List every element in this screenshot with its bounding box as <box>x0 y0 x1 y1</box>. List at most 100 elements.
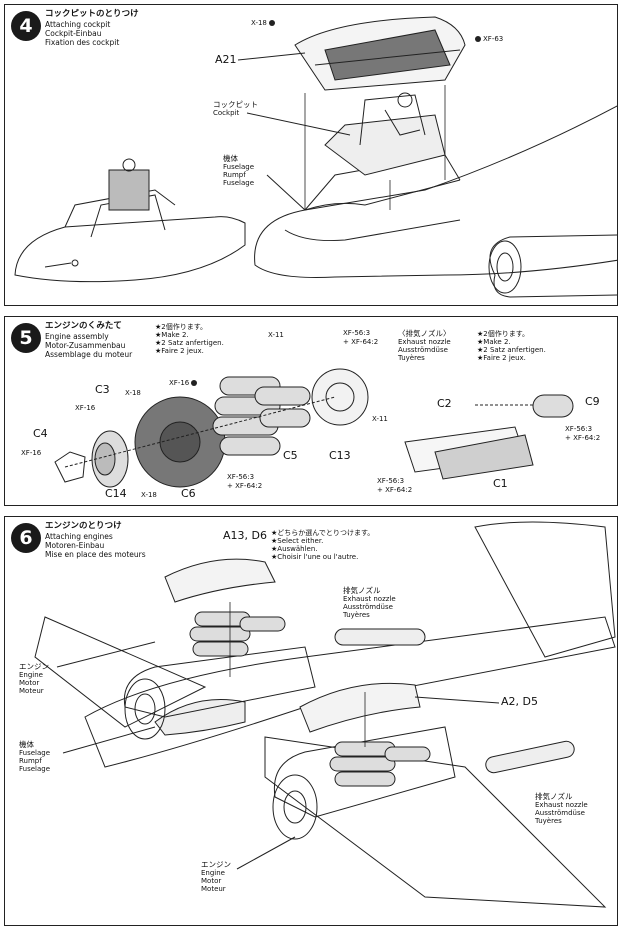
code-xf56-mid: XF-56:3 + XF-64:2 <box>227 473 262 491</box>
step-4-panel: 4 コックピットのとりつけ Attaching cockpit Cockpit-… <box>4 4 618 306</box>
part-c13: C13 <box>329 449 351 462</box>
part-a13-d6: A13, D6 <box>223 529 267 542</box>
select-de: ★Auswählen. <box>271 545 318 553</box>
fuselage-label-step6: 機体 Fuselage Rumpf Fuselage <box>19 740 51 774</box>
fuselage6-fr: Fuselage <box>19 765 51 773</box>
step-6-number: 6 <box>11 523 41 553</box>
select-ja: ★どちらか選んでとりつけます。 <box>271 529 375 537</box>
code-x18-a: X-18 <box>125 389 141 397</box>
part-c3: C3 <box>95 383 110 396</box>
make-2b-fr: ★Faire 2 jeux. <box>477 354 526 362</box>
step-6-header: エンジンのとりつけ Attaching engines Motoren-Einb… <box>45 521 146 560</box>
x18-label: X-18 <box>251 19 267 27</box>
step-6-title-ja: エンジンのとりつけ <box>45 521 122 531</box>
fuselage-label-fr: Fuselage <box>223 179 255 187</box>
select-en: ★Select either. <box>271 537 324 545</box>
exhaust1-fr: Tuyères <box>343 611 370 619</box>
engine2-ja: エンジン <box>201 860 231 869</box>
make-2b-ja: ★2個作ります。 <box>477 330 530 338</box>
make-2-note: ★2個作ります。 ★Make 2. ★2 Satz anfertigen. ★F… <box>155 323 224 355</box>
fuselage6-ja: 機体 <box>19 740 34 749</box>
engine2-fr: Moteur <box>201 885 226 893</box>
make-2b-note: ★2個作ります。 ★Make 2. ★2 Satz anfertigen. ★F… <box>477 330 546 362</box>
step-5-title-de: Motor-Zusammenbau <box>45 341 126 350</box>
exhaust-nozzle-label-1: 排気ノズル Exhaust nozzle Ausströmdüse Tuyère… <box>343 586 396 620</box>
select-either-note: ★どちらか選んでとりつけます。 ★Select either. ★Auswähl… <box>271 529 374 561</box>
engine2-en: Engine <box>201 869 225 877</box>
xf64-label: + XF-64:2 <box>377 486 413 494</box>
cockpit-label-en: Cockpit <box>213 109 240 117</box>
x11-label: X-11 <box>372 415 388 423</box>
part-c6: C6 <box>181 487 196 500</box>
x18-label: X-18 <box>125 389 141 397</box>
step-4-title-ja: コックピットのとりつけ <box>45 9 139 19</box>
code-xf56-top: XF-56:3 + XF-64:2 <box>343 329 378 347</box>
make-2-de: ★2 Satz anfertigen. <box>155 339 224 347</box>
step-6-title-en: Attaching engines <box>45 532 113 541</box>
exhaust2-ja: 排気ノズル <box>535 792 573 801</box>
engine1-en: Engine <box>19 671 43 679</box>
part-c4: C4 <box>33 427 48 440</box>
make-2-en: ★Make 2. <box>155 331 189 339</box>
xf63-label: XF-63 <box>483 35 504 43</box>
fuselage-label-en: Fuselage <box>223 163 255 171</box>
step-5-number: 5 <box>11 323 41 353</box>
exhaust2-fr: Tuyères <box>535 817 562 825</box>
cockpit-label: コックピット Cockpit <box>213 100 258 118</box>
step-5-title-en: Engine assembly <box>45 332 109 341</box>
engine2-de: Motor <box>201 877 222 885</box>
xf64-label: + XF-64:2 <box>343 338 379 346</box>
step-6-illustration <box>34 521 616 908</box>
code-xf56-right: XF-56:3 + XF-64:2 <box>565 425 600 443</box>
code-xf16-c: XF-16 <box>21 449 41 457</box>
exhaust-nozzle-label-2: 排気ノズル Exhaust nozzle Ausströmdüse Tuyère… <box>535 792 588 826</box>
paint-dot-icon <box>191 380 198 386</box>
code-x18-step4: X-18 <box>251 19 277 27</box>
step-4-number: 4 <box>11 11 41 41</box>
step-5-illustration <box>54 368 574 488</box>
exhaust-title-de: Ausströmdüse <box>398 346 448 354</box>
select-fr: ★Choisir l'une ou l'autre. <box>271 553 359 561</box>
step-6-panel: 6 エンジンのとりつけ Attaching engines Motoren-Ei… <box>4 516 618 926</box>
engine1-de: Motor <box>19 679 40 687</box>
exhaust2-de: Ausströmdüse <box>535 809 585 817</box>
xf56-label: XF-56:3 <box>377 477 405 485</box>
exhaust1-de: Ausströmdüse <box>343 603 393 611</box>
code-x18-b: X-18 <box>141 491 157 499</box>
make-2b-de: ★2 Satz anfertigen. <box>477 346 546 354</box>
xf56-label: XF-56:3 <box>227 473 255 481</box>
xf64-label: + XF-64:2 <box>565 434 601 442</box>
engine-label-1: エンジン Engine Motor Moteur <box>19 662 49 696</box>
step-5-header: エンジンのくみたて Engine assembly Motor-Zusammen… <box>45 321 132 360</box>
cockpit-label-ja: コックピット <box>213 100 258 109</box>
exhaust1-ja: 排気ノズル <box>343 586 381 595</box>
exhaust2-en: Exhaust nozzle <box>535 801 588 809</box>
fuselage6-de: Rumpf <box>19 757 42 765</box>
xf16-label: XF-16 <box>21 449 42 457</box>
step-5-title-ja: エンジンのくみたて <box>45 321 122 331</box>
exhaust-title-fr: Tuyères <box>398 354 425 362</box>
code-xf56-low: XF-56:3 + XF-64:2 <box>377 477 412 495</box>
code-x11-top: X-11 <box>268 331 284 339</box>
make-2-fr: ★Faire 2 jeux. <box>155 347 204 355</box>
step-6-title-fr: Mise en place des moteurs <box>45 550 146 559</box>
exhaust1-en: Exhaust nozzle <box>343 595 396 603</box>
engine1-ja: エンジン <box>19 662 49 671</box>
fuselage6-en: Fuselage <box>19 749 51 757</box>
xf56-label: XF-56:3 <box>343 329 371 337</box>
part-c1: C1 <box>493 477 508 490</box>
exhaust-title-ja: 〈排気ノズル〉 <box>398 329 451 338</box>
engine-label-2: エンジン Engine Motor Moteur <box>201 860 231 894</box>
code-x11-b: X-11 <box>372 415 388 423</box>
code-xf16-b: XF-16 <box>75 404 95 412</box>
step-4-illustration <box>14 16 617 298</box>
xf56-label: XF-56:3 <box>565 425 593 433</box>
part-c9: C9 <box>585 395 600 408</box>
x11-label: X-11 <box>268 331 284 339</box>
xf16-label: XF-16 <box>169 379 190 387</box>
fuselage-label-de: Rumpf <box>223 171 246 179</box>
part-a21: A21 <box>215 53 237 66</box>
step-5-panel: 5 エンジンのくみたて Engine assembly Motor-Zusamm… <box>4 316 618 506</box>
step-4-header: コックピットのとりつけ Attaching cockpit Cockpit-Ei… <box>45 9 139 48</box>
part-a2-d5: A2, D5 <box>501 695 538 708</box>
